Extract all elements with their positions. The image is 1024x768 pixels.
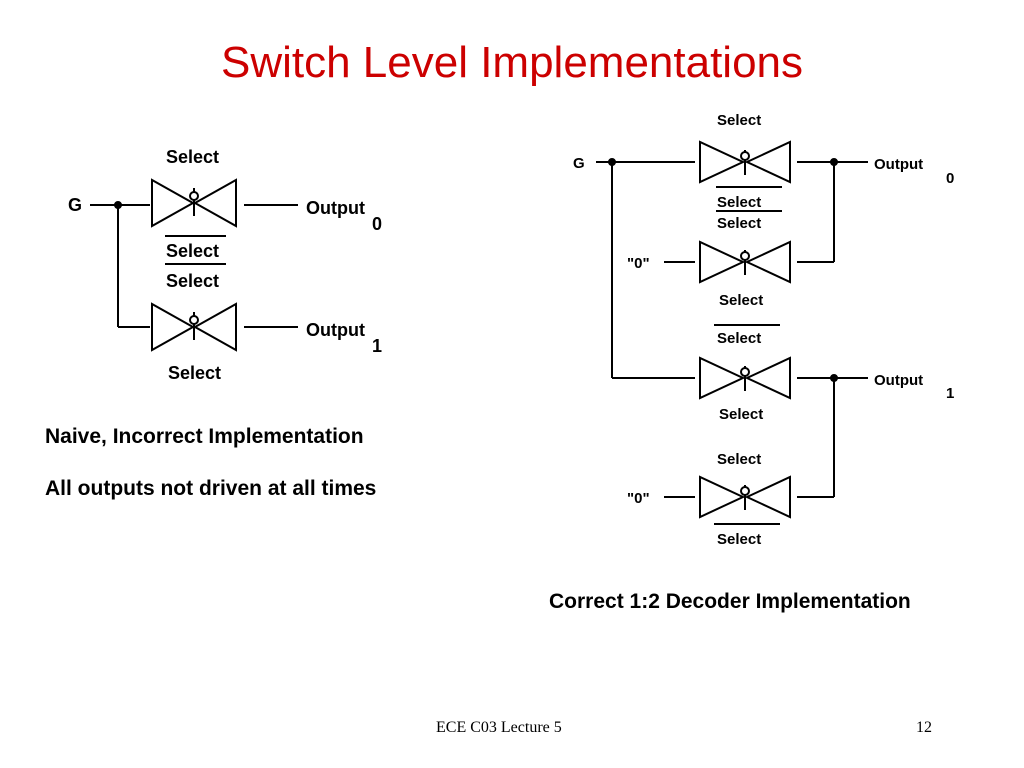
correct-gate-b [699,240,791,284]
naive-transmission-gate-1 [151,302,237,352]
correct-select-d-bar: Select [717,531,761,548]
correct-zero-label-1: "0" [627,490,650,507]
naive-caption: Naive, Incorrect Implementation [45,425,364,448]
naive-output1-label: Output [306,320,365,340]
naive-select-top: Select [166,147,219,167]
naive-output0-subscript: 0 [372,214,382,234]
correct-circuit [596,140,868,525]
correct-select-a-top: Select [717,112,761,129]
naive-select-bar-label-1: Select [166,271,219,291]
correct-select-d-top: Select [717,451,761,468]
naive-output0-label: Output [306,198,365,218]
correct-output0-label: Output [874,156,923,173]
naive-input-label: G [68,195,82,215]
slide-title: Switch Level Implementations [220,38,804,87]
correct-output1-label: Output [874,372,923,389]
correct-gate-d [699,475,791,519]
correct-output0-subscript: 0 [946,170,954,187]
correct-input-label: G [573,155,585,172]
correct-zero-label-0: "0" [627,255,650,272]
page-number: 12 [916,719,932,736]
correct-gate-c [699,356,791,400]
naive-circuit [90,178,298,352]
correct-select-b-bar: Select [717,215,761,232]
naive-select-bar-label-0: Select [166,241,219,261]
correct-output1-subscript: 1 [946,385,954,402]
naive-output1-subscript: 1 [372,336,382,356]
naive-transmission-gate-0 [151,178,237,228]
correct-gate-a [699,140,791,184]
correct-caption: Correct 1:2 Decoder Implementation [549,590,911,613]
correct-select-a-bar: Select [717,194,761,211]
naive-caption-2: All outputs not driven at all times [45,477,377,500]
naive-select-bottom: Select [168,363,221,383]
correct-select-b-bottom: Select [719,292,763,309]
correct-select-c-bar: Select [717,330,761,347]
correct-select-c-bottom: Select [719,406,763,423]
footer-lecture: ECE C03 Lecture 5 [436,719,562,736]
